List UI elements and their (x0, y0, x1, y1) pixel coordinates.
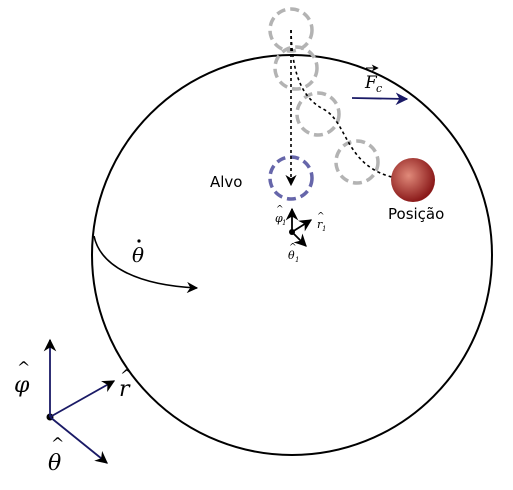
local-phi-hat: ^ (276, 205, 284, 215)
position-label: Posição (388, 205, 444, 223)
local-r-label: r 1 ^ (317, 212, 326, 233)
theta-axis (49, 416, 108, 464)
r-hat-symbol: r (119, 377, 131, 402)
theta-hat-label: θ ^ (48, 434, 64, 476)
local-r-axis (291, 219, 313, 233)
theta-dot-symbol: θ (132, 243, 144, 267)
target-label: Alvo (210, 173, 242, 191)
rotation-arrow (93, 235, 199, 294)
force-symbol: F (364, 73, 378, 93)
local-theta-axis (291, 231, 307, 247)
local-phi-label: φ 1 ^ (275, 205, 286, 227)
ghost-position-3 (295, 91, 341, 137)
local-r-subscript: 1 (322, 225, 326, 233)
r-axis (49, 380, 116, 418)
r-hat-caret: ^ (120, 366, 133, 385)
theta-hat-caret: ^ (51, 434, 64, 453)
local-theta-label: θ 1 ^ (288, 243, 299, 264)
local-theta-hat: ^ (289, 243, 297, 253)
local-theta-symbol: θ (288, 249, 295, 262)
local-phi-subscript: 1 (282, 219, 286, 227)
phi-hat-caret: ^ (17, 358, 30, 377)
theta-dot-mark (137, 239, 141, 243)
force-subscript: c (376, 82, 382, 95)
r-hat-label: r ^ (119, 366, 133, 402)
force-vector (351, 92, 409, 106)
phi-hat-symbol: φ (14, 373, 30, 398)
curved-path-arrow (290, 29, 412, 185)
local-r-symbol: r (317, 218, 323, 231)
local-theta-subscript: 1 (295, 256, 299, 264)
phi-hat-label: φ ^ (14, 358, 30, 398)
theta-hat-symbol: θ (48, 451, 61, 476)
force-label: F c (364, 64, 382, 95)
position-ball (391, 158, 435, 202)
ghost-position-4 (334, 139, 380, 185)
local-phi-symbol: φ (275, 212, 283, 225)
theta-dot-label: θ (132, 239, 144, 267)
local-r-hat: ^ (317, 212, 325, 222)
ghost-position-2 (273, 45, 319, 91)
